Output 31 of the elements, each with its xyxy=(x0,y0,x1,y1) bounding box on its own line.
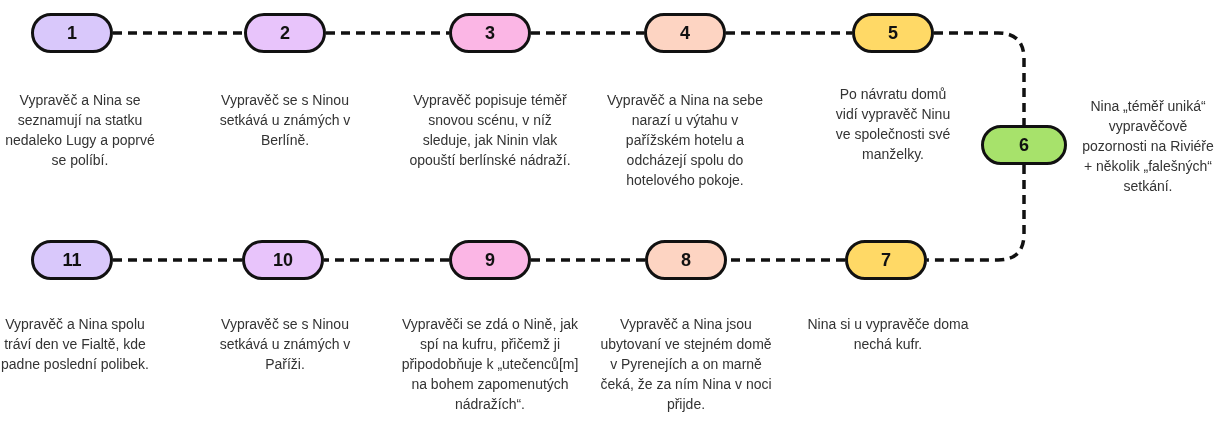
dashed-connector xyxy=(113,258,242,262)
dashed-connector xyxy=(326,31,449,35)
step-number-pill: 7 xyxy=(845,240,927,280)
event-description: Po návratu domů vidí vypravěč Ninu ve společnosti své manželky. xyxy=(834,85,952,164)
event-description: Vypravěč a Nina na sebe narazí u výtahu v pařížském hotelu a odcházejí spolu do hotelového pokoje. xyxy=(606,91,764,190)
step-number-pill: 9 xyxy=(449,240,531,280)
dashed-connector xyxy=(531,258,645,262)
step-number-pill: 5 xyxy=(852,13,934,53)
step-number-pill: 1 xyxy=(31,13,113,53)
event-description: Vypravěč a Nina jsou ubytovaní ve stejném domě v Pyrenejích a on marně čeká, že za ním Nina v noci přijde. xyxy=(599,315,773,414)
step-number-pill: 6 xyxy=(981,125,1067,165)
step-number-pill: 4 xyxy=(644,13,726,53)
event-description: Vypravěč a Nina spolu tráví den ve Fialtě, kde padne poslední polibek. xyxy=(0,315,150,374)
event-description: Vypravěč popisuje téměř snovou scénu, v níž sleduje, jak Ninin vlak opouští berlínské nádraží. xyxy=(408,91,572,170)
step-number-pill: 11 xyxy=(31,240,113,280)
dashed-connector xyxy=(324,258,449,262)
event-description: Vypravěči se zdá o Nině, jak spí na kufru, přičemž ji připodobňuje k „utečenců[m] na bohem zapomenutých nádražích“. xyxy=(400,315,580,414)
event-description: Vypravěč se s Ninou setkává u známých v Berlíně. xyxy=(218,91,352,150)
dashed-connector xyxy=(927,165,1026,262)
dashed-connector xyxy=(531,31,644,35)
step-number-pill: 10 xyxy=(242,240,324,280)
step-number-pill: 2 xyxy=(244,13,326,53)
event-description: Nina si u vypravěče doma nechá kufr. xyxy=(806,315,970,354)
event-description: Nina „téměř uniká“ vypravěčově pozornosti na Riviéře + několik „falešných“ setkání. xyxy=(1081,97,1215,196)
event-description: Vypravěč se s Ninou setkává u známých v Paříži. xyxy=(218,315,352,374)
event-description: Vypravěč a Nina se seznamují na statku nedaleko Lugy a poprvé se políbí. xyxy=(4,91,156,170)
step-number-pill: 3 xyxy=(449,13,531,53)
dashed-connector xyxy=(934,31,1026,125)
step-number-pill: 8 xyxy=(645,240,727,280)
dashed-connector xyxy=(113,31,244,35)
dashed-connector xyxy=(726,31,852,35)
